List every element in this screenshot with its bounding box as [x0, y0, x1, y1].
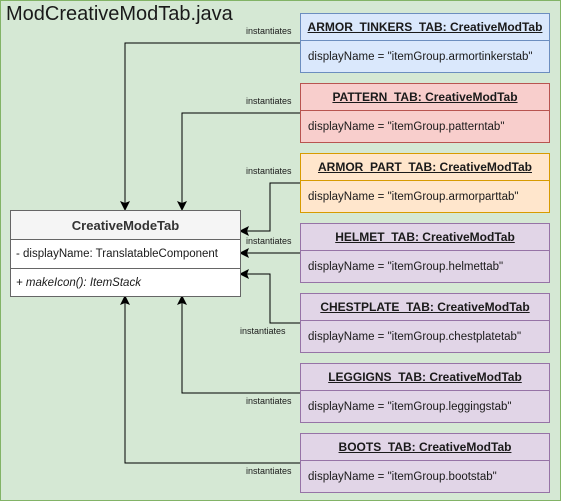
file-title: ModCreativeModTab.java: [6, 3, 233, 25]
object-box-helmet-tab[interactable]: HELMET_TAB: CreativeModTab displayName =…: [300, 223, 550, 283]
relation-label: instantiates: [246, 466, 292, 476]
object-title: PATTERN_TAB: CreativeModTab: [301, 84, 549, 111]
object-title: ARMOR_PART_TAB: CreativeModTab: [301, 154, 549, 181]
object-display-name: displayName = "itemGroup.armortinkerstab…: [308, 51, 533, 63]
object-title: ARMOR_TINKERS_TAB: CreativeModTab: [301, 14, 549, 41]
object-display-name: displayName = "itemGroup.armorparttab": [308, 191, 519, 203]
relation-label: instantiates: [246, 96, 292, 106]
connector-chestplate: [239, 269, 300, 324]
object-display-name: displayName = "itemGroup.patterntab": [308, 121, 505, 133]
object-box-armor-tinkers-tab[interactable]: ARMOR_TINKERS_TAB: CreativeModTab displa…: [300, 13, 550, 73]
object-title: LEGGIGNS_TAB: CreativeModTab: [301, 364, 549, 391]
connector-leggings: [177, 295, 300, 394]
class-name: CreativeModeTab: [11, 211, 240, 240]
object-box-leggings-tab[interactable]: LEGGIGNS_TAB: CreativeModTab displayName…: [300, 363, 550, 423]
class-method: + makeIcon(): ItemStack: [16, 277, 141, 289]
object-display-name: displayName = "itemGroup.chestplatetab": [308, 331, 522, 343]
relation-label: instantiates: [246, 166, 292, 176]
object-title: CHESTPLATE_TAB: CreativeModTab: [301, 294, 549, 321]
object-title: HELMET_TAB: CreativeModTab: [301, 224, 549, 251]
connector-armor-part: [239, 182, 300, 236]
object-title: BOOTS_TAB: CreativeModTab: [301, 434, 549, 461]
object-display-name: displayName = "itemGroup.helmettab": [308, 261, 504, 273]
object-display-name: displayName = "itemGroup.leggingstab": [308, 401, 512, 413]
relation-label: instantiates: [246, 236, 292, 246]
class-box-creative-mode-tab[interactable]: CreativeModeTab - displayName: Translata…: [10, 210, 241, 297]
object-box-pattern-tab[interactable]: PATTERN_TAB: CreativeModTab displayName …: [300, 83, 550, 143]
relation-label: instantiates: [240, 326, 286, 336]
object-box-chestplate-tab[interactable]: CHESTPLATE_TAB: CreativeModTab displayNa…: [300, 293, 550, 353]
relation-label: instantiates: [246, 396, 292, 406]
connector-armor-tinkers: [120, 42, 300, 211]
object-box-armor-part-tab[interactable]: ARMOR_PART_TAB: CreativeModTab displayNa…: [300, 153, 550, 213]
class-attribute: - displayName: TranslatableComponent: [11, 240, 240, 269]
object-box-boots-tab[interactable]: BOOTS_TAB: CreativeModTab displayName = …: [300, 433, 550, 493]
relation-label: instantiates: [246, 26, 292, 36]
object-display-name: displayName = "itemGroup.bootstab": [308, 471, 497, 483]
connector-boots: [120, 295, 300, 464]
connector-pattern: [177, 112, 300, 211]
